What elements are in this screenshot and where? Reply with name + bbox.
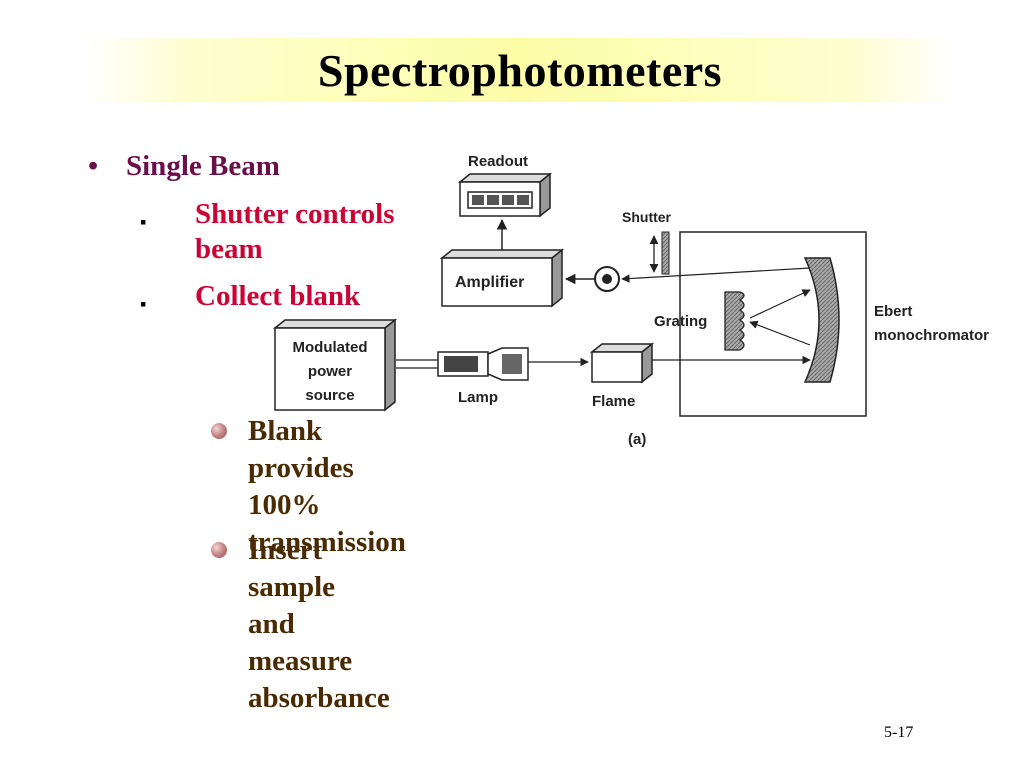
shutter-blade	[661, 231, 670, 275]
sub-bullet-line: beam	[195, 233, 263, 265]
ebert-mirror	[803, 257, 840, 383]
beam-from-grating	[749, 289, 811, 319]
sub-bullet-text: Shutter controls beam	[195, 197, 395, 267]
round-bullet-icon	[211, 542, 227, 558]
power-label: power	[308, 363, 352, 380]
source-label: source	[305, 387, 354, 404]
page-title: Spectrophotometers	[317, 45, 723, 96]
sub-sub-bullet-line: 100%	[248, 489, 321, 521]
detector-icon	[594, 266, 620, 292]
monochromator-label: monochromator	[874, 327, 989, 344]
round-bullet-icon	[211, 423, 227, 439]
ebert-label: Ebert	[874, 303, 912, 320]
sub-sub-bullet-line: Blank provides	[248, 415, 354, 484]
square-bullet-icon: ▪	[140, 294, 147, 314]
sub-bullet-text: Collect blank	[195, 280, 361, 312]
modulated-label: Modulated	[293, 339, 368, 356]
sub-sub-bullet-text: Blank provides 100% transmission	[248, 413, 406, 561]
readout-box	[457, 172, 553, 218]
shutter-label: Shutter	[622, 209, 672, 225]
monochromator-enclosure	[679, 231, 867, 417]
beam-output	[621, 267, 811, 283]
sub-sub-bullet-line: absorbance	[248, 682, 390, 714]
flame-label: Flame	[592, 393, 635, 410]
sub-sub-bullet-text: Insert sample and measure absorbance	[248, 532, 390, 717]
bullet-text: Single Beam	[126, 150, 280, 182]
lamp-label: Lamp	[458, 389, 498, 406]
sub-sub-bullet-line: transmission	[248, 526, 406, 558]
sub-sub-bullet-line: Insert sample	[248, 534, 335, 603]
flame-burner	[589, 342, 655, 384]
grating	[724, 291, 745, 351]
readout-label: Readout	[468, 153, 528, 170]
amplifier-label: Amplifier	[455, 274, 524, 291]
amplifier-box	[439, 248, 565, 308]
sub-sub-bullet-line: and measure	[248, 608, 353, 677]
diagram-caption: (a)	[628, 431, 646, 448]
spectrophotometer-diagram: Readout Amplifier Shutter Grating Ebert …	[272, 153, 989, 448]
square-bullet-icon: ▪	[140, 212, 147, 232]
page-number: 5-17	[884, 724, 914, 741]
title-band: Spectrophotometers	[84, 38, 956, 102]
bullet-marker: •	[88, 150, 99, 182]
beam-to-grating	[749, 320, 811, 346]
sub-bullet-line: Shutter controls	[195, 198, 395, 230]
grating-label: Grating	[654, 313, 707, 330]
power-source-box	[272, 318, 398, 412]
lamp-icon	[437, 347, 529, 381]
